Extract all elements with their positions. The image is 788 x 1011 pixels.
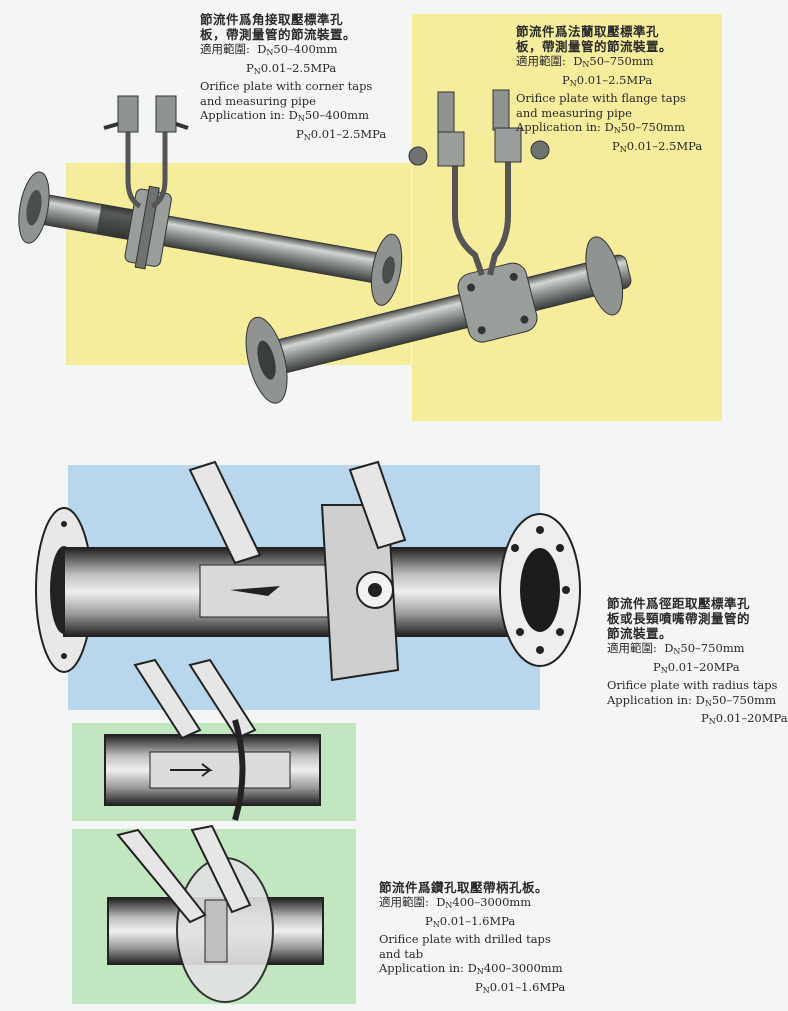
flange-taps-en-2: and measuring pipe bbox=[516, 105, 632, 120]
flange-taps-en-p: PN0.01–2.5MPa bbox=[612, 138, 703, 154]
flange-taps-en-1: Orifice plate with flange taps bbox=[516, 91, 686, 105]
drilled-taps-en-p: PN0.01–1.6MPa bbox=[475, 979, 566, 995]
radius-taps-en-1: Orifice plate with radius taps bbox=[607, 678, 778, 692]
drilled-taps-en-app: Application in: DN400–3000mm bbox=[379, 961, 563, 976]
corner-taps-device bbox=[18, 95, 403, 306]
drilled-taps-zh-d-range: 適用範圍: DN400–3000mm bbox=[379, 895, 532, 910]
corner-taps-en-p: PN0.01–2.5MPa bbox=[296, 126, 387, 142]
drilled-taps-en-1: Orifice plate with drilled taps bbox=[379, 932, 551, 946]
flange-taps-zh-d-range: 適用範圍: DN50–750mm bbox=[516, 54, 654, 69]
drilled-taps-zh-title-1: 節流件爲鑽孔取壓帶柄孔板。 bbox=[379, 880, 549, 895]
drilled-taps-zh-p-range: PN0.01–1.6MPa bbox=[425, 913, 516, 929]
radius-taps-zh-p-range: PN0.01–20MPa bbox=[653, 659, 740, 675]
radius-taps-zh-title-1: 節流件爲徑距取壓標準孔 bbox=[607, 596, 751, 611]
drilled-taps-cutaway bbox=[107, 824, 324, 1003]
flange-taps-zh-p-range: PN0.01–2.5MPa bbox=[562, 72, 653, 88]
flange-taps-en-app: Application in: DN50–750mm bbox=[516, 120, 685, 135]
radius-taps-zh-title-2: 板或長頸噴嘴帶測量管的 bbox=[607, 611, 751, 626]
corner-taps-en-2: and measuring pipe bbox=[200, 93, 316, 108]
corner-taps-en-1: Orifice plate with corner taps bbox=[200, 79, 373, 93]
radius-taps-zh-d-range: 適用範圍: DN50–750mm bbox=[607, 641, 745, 656]
corner-taps-zh-title-2: 板，帶測量管的節流裝置。 bbox=[200, 27, 357, 42]
radius-taps-cutaway bbox=[35, 460, 581, 682]
flange-taps-caption: 節流件爲法蘭取壓標準孔 板，帶測量管的節流裝置。 適用範圍: DN50–750m… bbox=[516, 24, 702, 157]
corner-taps-zh-p-range: PN0.01–2.5MPa bbox=[246, 60, 337, 76]
radius-taps-caption: 節流件爲徑距取壓標準孔 板或長頸噴嘴帶測量管的 節流裝置。 適用範圍: DN50… bbox=[607, 596, 788, 730]
drilled-taps-en-2: and tab bbox=[379, 946, 424, 961]
radius-taps-zh-title-3: 節流裝置。 bbox=[607, 626, 673, 641]
radius-taps-en-app: Application in: DN50–750mm bbox=[607, 692, 776, 708]
radius-taps-en-p: PN0.01–20MPa bbox=[701, 711, 788, 726]
corner-taps-caption: 節流件爲角接取壓標準孔 板，帶測量管的節流裝置。 適用範圍: DN50–400m… bbox=[200, 12, 386, 145]
corner-taps-zh-title-1: 節流件爲角接取壓標準孔 bbox=[200, 12, 344, 27]
flange-taps-zh-title-2: 板，帶測量管的節流裝置。 bbox=[516, 39, 673, 54]
corner-taps-zh-d-range: 適用範圍: DN50–400mm bbox=[200, 42, 338, 57]
flange-taps-device bbox=[245, 89, 632, 404]
drilled-taps-caption: 節流件爲鑽孔取壓帶柄孔板。 適用範圍: DN400–3000mm PN0.01–… bbox=[379, 880, 565, 998]
corner-taps-en-app: Application in: DN50–400mm bbox=[200, 108, 369, 123]
nozzle-cutaway bbox=[104, 658, 321, 821]
flange-taps-zh-title-1: 節流件爲法蘭取壓標準孔 bbox=[516, 24, 660, 39]
yellow-panel-right bbox=[412, 14, 722, 421]
